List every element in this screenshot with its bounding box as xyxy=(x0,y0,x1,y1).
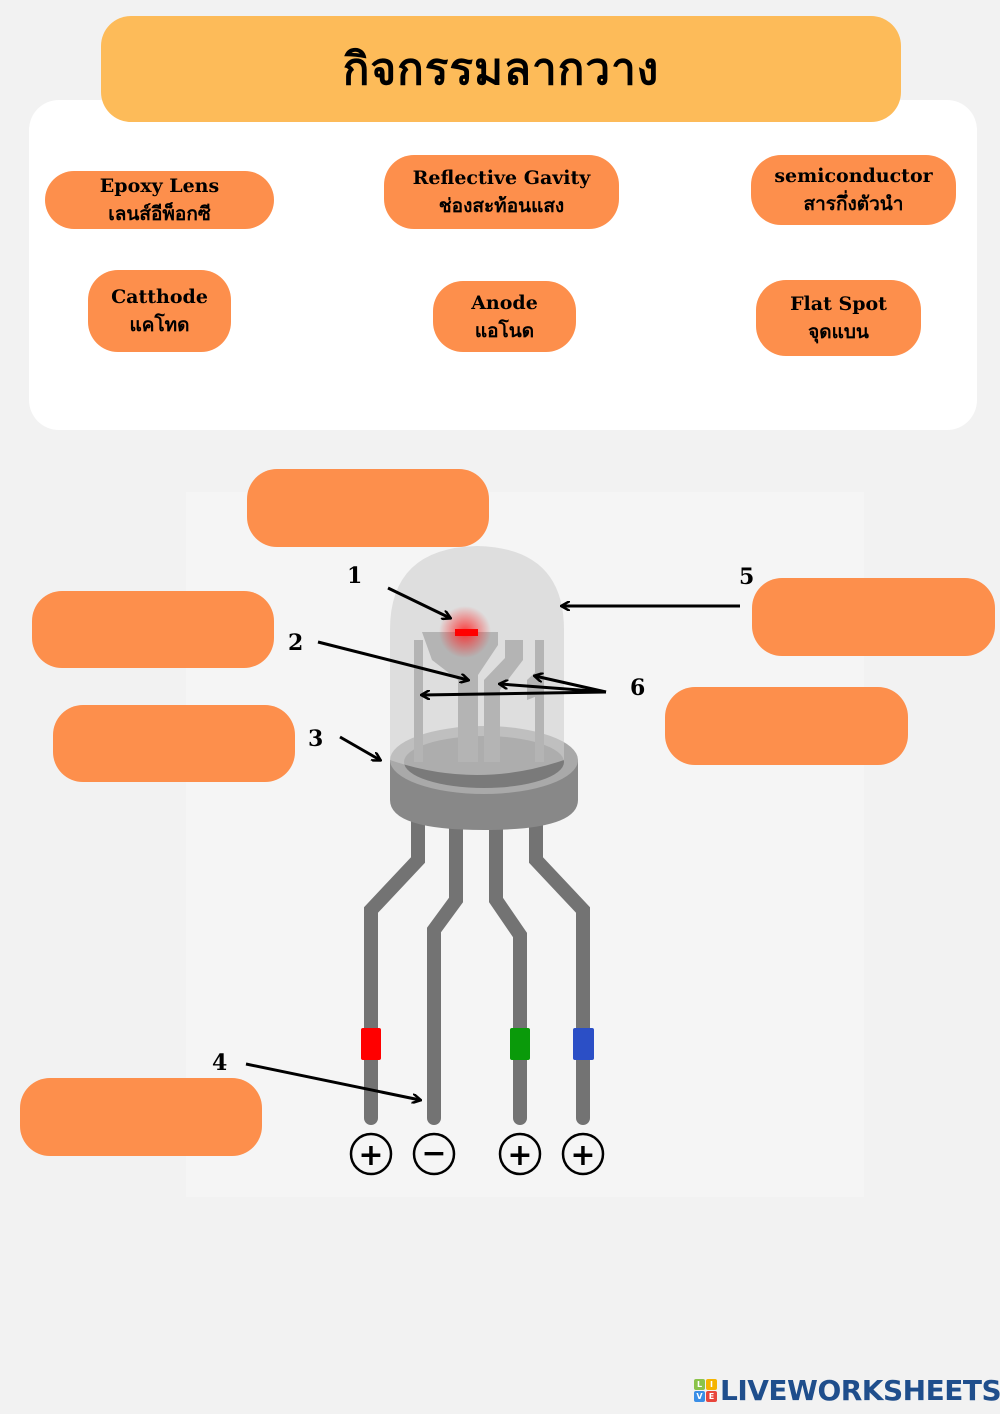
arrow-6a xyxy=(422,692,607,695)
leg-color-band-blue xyxy=(573,1028,594,1060)
chip-label-th: สารกึ่งตัวนำ xyxy=(803,193,904,215)
chip-label-en: Anode xyxy=(471,291,538,314)
label-number-6: 6 xyxy=(630,675,646,701)
drop-zone-3[interactable] xyxy=(53,705,295,782)
drag-chip-semiconductor[interactable]: semiconductor สารกึ่งตัวนำ xyxy=(751,155,956,225)
label-number-4: 4 xyxy=(212,1050,228,1076)
semiconductor-die xyxy=(455,629,478,636)
arrow-3 xyxy=(339,735,380,760)
plus-icon xyxy=(498,1132,542,1176)
drop-zone-top[interactable] xyxy=(247,469,489,547)
leg-color-band-red xyxy=(361,1028,381,1060)
drop-zone-5[interactable] xyxy=(752,578,995,656)
arrow-6b xyxy=(500,684,607,694)
drag-chip-flat-spot[interactable]: Flat Spot จุดแบน xyxy=(756,280,921,356)
pointer-arrows xyxy=(245,586,740,1100)
pin-symbol: + xyxy=(358,1138,383,1173)
logo-text: LIVEWORKSHEETS xyxy=(720,1374,1000,1407)
label-number-5: 5 xyxy=(739,564,755,590)
arrow-4 xyxy=(245,1062,420,1100)
chip-label-en: Flat Spot xyxy=(790,293,887,315)
plus-icon xyxy=(561,1132,605,1176)
chip-label-th: เลนส์อีพ็อกซี xyxy=(108,203,211,225)
leg-blue xyxy=(529,813,590,1125)
drag-chip-reflective-cavity[interactable]: Reflective Gavity ช่องสะท้อนแสง xyxy=(384,155,619,229)
drop-zone-4[interactable] xyxy=(20,1078,262,1156)
leg-red xyxy=(364,813,425,1125)
plus-icon xyxy=(349,1132,393,1176)
arrow-6c xyxy=(535,676,607,694)
pin-symbol: + xyxy=(570,1138,595,1173)
chip-label-en: Catthode xyxy=(111,286,208,308)
chip-label-en: Reflective Gavity xyxy=(412,167,591,189)
chip-label-th: ช่องสะท้อนแสง xyxy=(438,195,565,217)
chip-label-en: semiconductor xyxy=(774,165,933,187)
led-epoxy-dome xyxy=(390,546,564,775)
led-legs xyxy=(364,813,590,1125)
drop-zone-1[interactable] xyxy=(32,591,274,668)
logo-icon: L I V E xyxy=(694,1379,717,1402)
page-title: กิจกรรมลากวาง xyxy=(342,44,660,95)
arrow-1 xyxy=(387,586,450,618)
label-number-1: 1 xyxy=(347,563,363,589)
chip-label-th: จุดแบน xyxy=(808,321,869,343)
chip-label-en: Epoxy Lens xyxy=(99,175,220,197)
pin-symbol: + xyxy=(507,1138,532,1173)
pin-polarity-symbols xyxy=(349,1132,605,1176)
liveworksheets-logo: L I V E LIVEWORKSHEETS xyxy=(694,1374,1000,1407)
leg-color-band-green xyxy=(510,1028,530,1060)
drop-zone-6[interactable] xyxy=(665,687,908,765)
arrow-2 xyxy=(317,640,468,680)
drag-chip-epoxy-lens[interactable]: Epoxy Lens เลนส์อีพ็อกซี xyxy=(45,171,274,229)
drag-chip-anode[interactable]: Anode แอโนด xyxy=(433,281,576,352)
drag-chip-cathode[interactable]: Catthode แคโทด xyxy=(88,270,231,352)
label-number-2: 2 xyxy=(288,630,304,656)
title-banner: กิจกรรมลากวาง xyxy=(101,16,901,122)
leg-cathode xyxy=(427,813,463,1125)
leg-green xyxy=(489,813,527,1125)
minus-icon xyxy=(412,1132,456,1176)
pin-symbol: − xyxy=(421,1136,446,1171)
chip-label-th: แอโนด xyxy=(474,319,535,342)
label-number-3: 3 xyxy=(308,726,324,752)
chip-label-th: แคโทด xyxy=(129,314,190,336)
